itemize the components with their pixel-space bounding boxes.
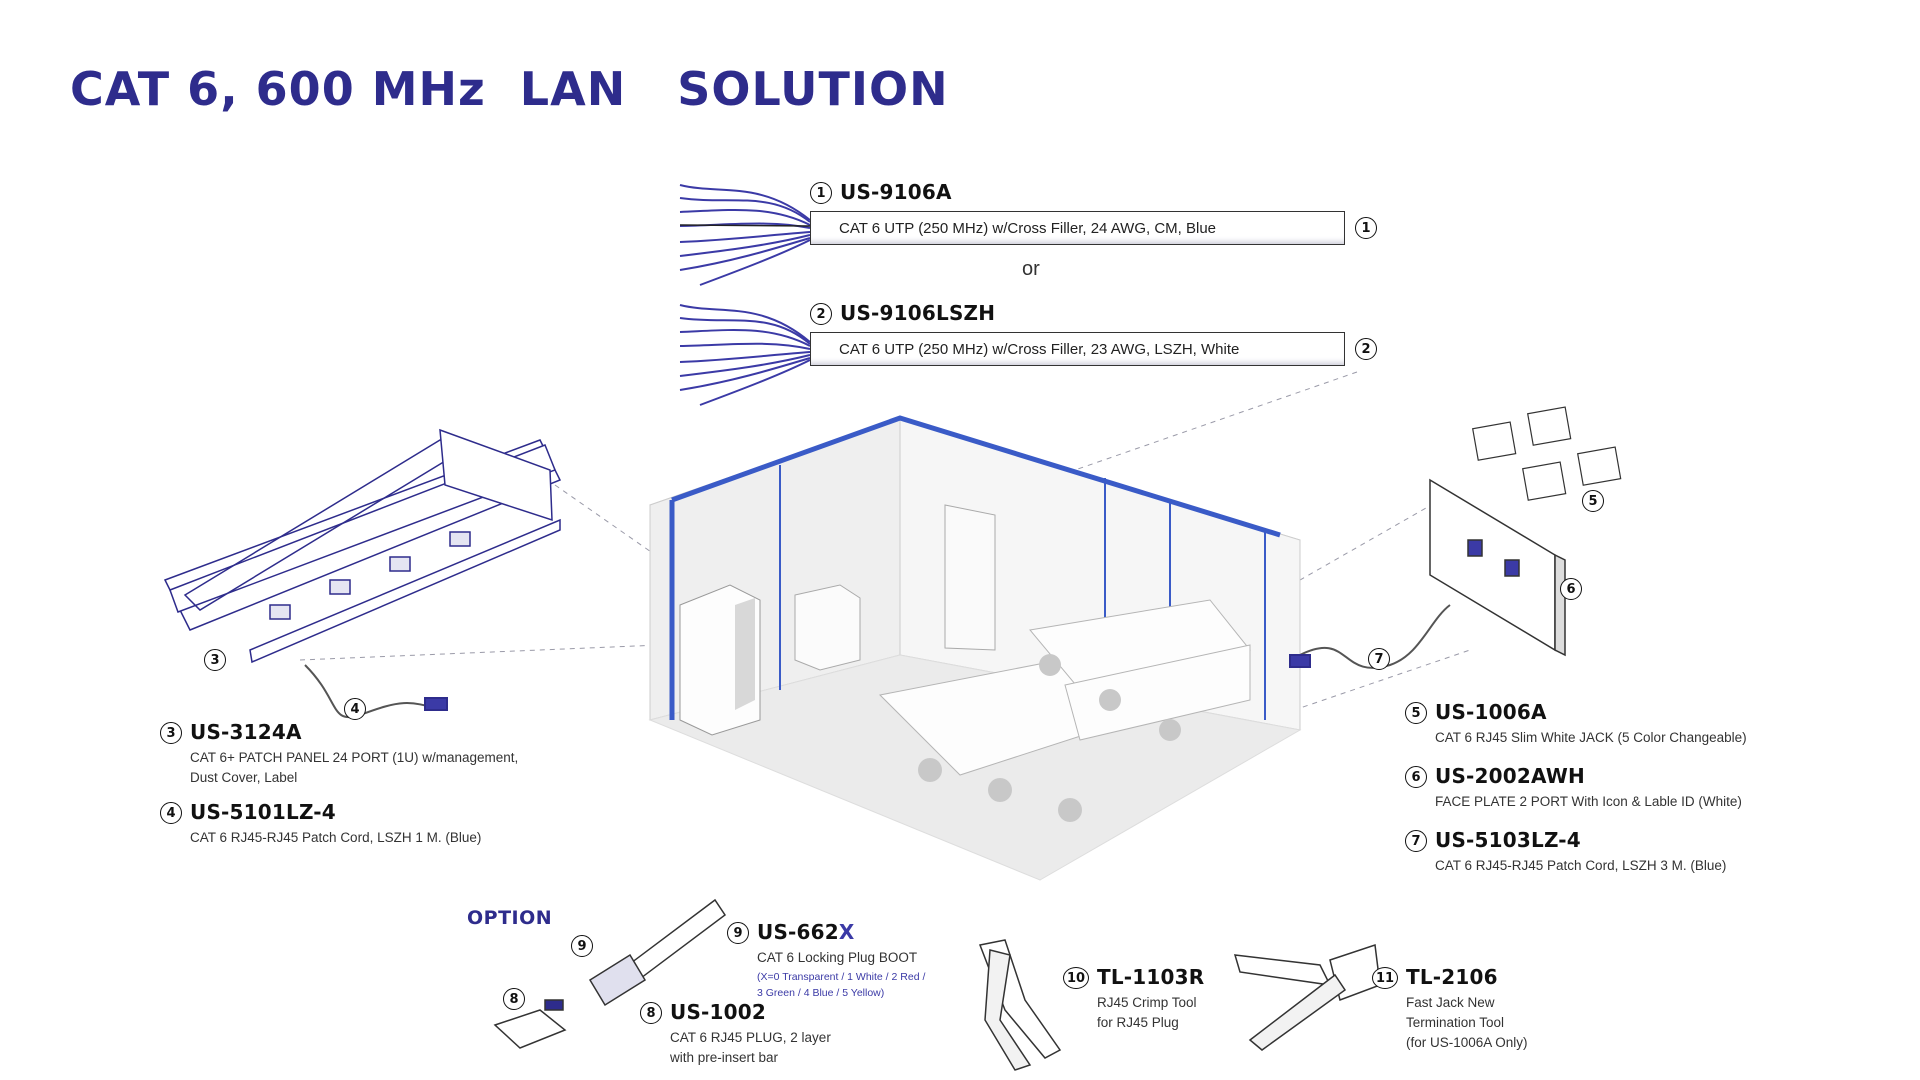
patch-panel-illustration [163, 428, 562, 664]
page-title: CAT 6, 600 MHz LAN SOLUTION [70, 62, 949, 116]
cable-2-heading: 2 US-9106LSZH [810, 301, 995, 325]
part-10-entry: 10 TL-1103R RJ45 Crimp Tool for RJ45 Plu… [1063, 965, 1204, 1033]
part-7-number: 7 [1405, 830, 1427, 852]
jack-callout: 5 [1582, 490, 1604, 512]
termination-tool-icon [1233, 943, 1381, 1051]
part-9-description: CAT 6 Locking Plug BOOT [757, 950, 918, 965]
part-8-description-2: with pre-insert bar [670, 1050, 779, 1065]
part-6-code: US-2002AWH [1435, 764, 1585, 788]
part-3-description: CAT 6+ PATCH PANEL 24 PORT (1U) w/manage… [190, 750, 519, 765]
part-11-number: 11 [1372, 967, 1398, 989]
office-room-illustration [648, 415, 1302, 881]
part-10-description-2: for RJ45 Plug [1097, 1015, 1179, 1030]
part-4-code: US-5101LZ-4 [190, 800, 336, 824]
part-3-code: US-3124A [190, 720, 302, 744]
part-7-code: US-5103LZ-4 [1435, 828, 1581, 852]
part-11-entry: 11 TL-2106 Fast Jack New Termination Too… [1372, 965, 1528, 1053]
face-plate-callout: 6 [1560, 578, 1582, 600]
part-11-description-3: (for US-1006A Only) [1406, 1035, 1528, 1050]
patch-cord-1m-icon [304, 664, 448, 719]
rj45-plug-icon [493, 999, 567, 1049]
part-9-code-variant: X [838, 920, 855, 944]
part-9-color-note-2: 3 Green / 4 Blue / 5 Yellow) [757, 987, 885, 999]
patch-panel-callout: 3 [204, 649, 226, 671]
part-10-description: RJ45 Crimp Tool [1097, 995, 1197, 1010]
plug-boot-callout: 9 [571, 935, 593, 957]
part-8-description: CAT 6 RJ45 PLUG, 2 layer [670, 1030, 831, 1045]
part-8-code: US-1002 [670, 1000, 767, 1024]
part-5-description: CAT 6 RJ45 Slim White JACK (5 Color Chan… [1435, 730, 1747, 745]
cable-1-end-number: 1 [1355, 217, 1377, 239]
part-9-entry: 9 US-662X CAT 6 Locking Plug BOOT (X=0 T… [727, 920, 925, 1000]
patch-cord-3m-callout: 7 [1368, 648, 1390, 670]
rj45-plug-callout: 8 [503, 988, 525, 1010]
cable-1-bar: CAT 6 UTP (250 MHz) w/Cross Filler, 24 A… [810, 211, 1345, 245]
plug-boot-icon [588, 898, 727, 1007]
or-label: or [1022, 258, 1040, 280]
part-4-number: 4 [160, 802, 182, 824]
part-9-code: US-662 [757, 920, 839, 944]
cable-2-code: US-9106LSZH [840, 301, 996, 325]
part-8-entry: 8 US-1002 CAT 6 RJ45 PLUG, 2 layer with … [640, 1000, 831, 1068]
cable-2-bar: CAT 6 UTP (250 MHz) w/Cross Filler, 23 A… [810, 332, 1345, 366]
part-4-entry: 4 US-5101LZ-4 CAT 6 RJ45-RJ45 Patch Cord… [160, 800, 481, 848]
part-11-description-2: Termination Tool [1406, 1015, 1505, 1030]
cable-1-number: 1 [810, 182, 832, 204]
face-plate-illustration [1429, 478, 1566, 657]
keystone-jacks-icon [1472, 406, 1622, 501]
cable-2-end-number: 2 [1355, 338, 1377, 360]
part-6-description: FACE PLATE 2 PORT With Icon & Lable ID (… [1435, 794, 1742, 809]
cable-bundle-1-icon [679, 184, 811, 286]
part-5-code: US-1006A [1435, 700, 1547, 724]
cable-2-description: CAT 6 UTP (250 MHz) w/Cross Filler, 23 A… [839, 340, 1240, 358]
part-6-number: 6 [1405, 766, 1427, 788]
cable-bundle-2-icon [679, 304, 811, 406]
cable-2-number: 2 [810, 303, 832, 325]
crimp-tool-icon [978, 939, 1062, 1071]
part-7-description: CAT 6 RJ45-RJ45 Patch Cord, LSZH 3 M. (B… [1435, 858, 1727, 873]
part-5-number: 5 [1405, 702, 1427, 724]
part-4-description: CAT 6 RJ45-RJ45 Patch Cord, LSZH 1 M. (B… [190, 830, 482, 845]
part-3-number: 3 [160, 722, 182, 744]
cable-1-heading: 1 US-9106A [810, 180, 952, 204]
part-8-number: 8 [640, 1002, 662, 1024]
part-5-entry: 5 US-1006A CAT 6 RJ45 Slim White JACK (5… [1405, 700, 1747, 748]
part-9-number: 9 [727, 922, 749, 944]
part-10-number: 10 [1063, 967, 1089, 989]
part-7-entry: 7 US-5103LZ-4 CAT 6 RJ45-RJ45 Patch Cord… [1405, 828, 1726, 876]
part-3-entry: 3 US-3124A CAT 6+ PATCH PANEL 24 PORT (1… [160, 720, 518, 788]
part-10-code: TL-1103R [1097, 965, 1205, 989]
part-3-description-2: Dust Cover, Label [190, 770, 298, 785]
cable-1-code: US-9106A [840, 180, 952, 204]
option-label: OPTION [467, 907, 553, 929]
part-6-entry: 6 US-2002AWH FACE PLATE 2 PORT With Icon… [1405, 764, 1742, 812]
part-9-color-note: (X=0 Transparent / 1 White / 2 Red / [757, 971, 926, 983]
part-11-description: Fast Jack New [1406, 995, 1495, 1010]
cable-1-description: CAT 6 UTP (250 MHz) w/Cross Filler, 24 A… [839, 219, 1217, 237]
patch-cord-1m-callout: 4 [344, 698, 366, 720]
part-11-code: TL-2106 [1406, 965, 1498, 989]
